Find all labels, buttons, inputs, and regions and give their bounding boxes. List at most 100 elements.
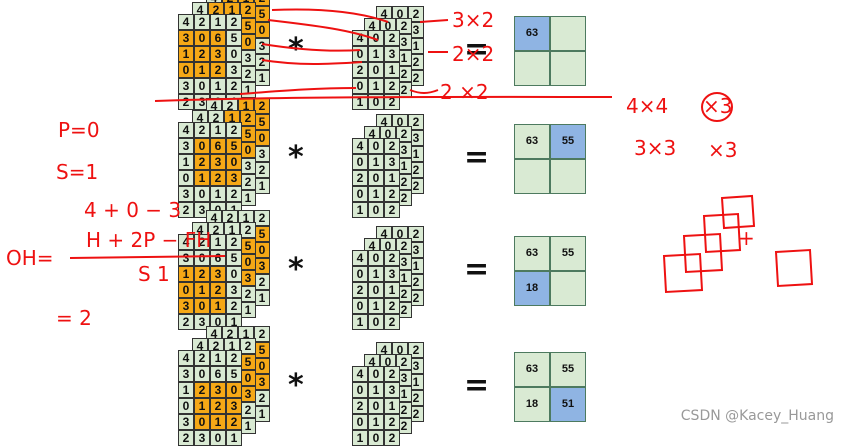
input-cell: 0 [226, 382, 242, 398]
input-cell: 0 [194, 78, 210, 94]
input-cell: 5 [226, 138, 242, 154]
input-cell: 0 [254, 242, 270, 258]
input-cell: 2 [254, 162, 270, 178]
input-cell: 3 [240, 270, 256, 286]
filter-cell: 2 [384, 186, 400, 202]
input-cell: 3 [226, 62, 242, 78]
filter-cell: 2 [384, 94, 400, 110]
filter-cell: 2 [384, 366, 400, 382]
input-cell: 2 [254, 210, 270, 226]
filter-cell: 1 [384, 170, 400, 186]
filter-cell: 2 [396, 126, 412, 142]
input-cell: 2 [254, 54, 270, 70]
equals-operator: = [464, 368, 490, 403]
input-cell: 2 [240, 2, 256, 18]
input-cell: 1 [210, 186, 226, 202]
input-cell: 0 [178, 62, 194, 78]
filter-cell: 2 [408, 342, 424, 358]
input-cell: 2 [226, 350, 242, 366]
input-cell: 1 [194, 282, 210, 298]
input-cell: 3 [178, 30, 194, 46]
input-cell: 2 [240, 110, 256, 126]
note-x3a: ×3 [703, 94, 733, 118]
output-cell [550, 51, 586, 86]
input-cell: 4 [178, 350, 194, 366]
filter-cell: 0 [368, 202, 384, 218]
input-cell: 3 [178, 78, 194, 94]
input-cell: 5 [240, 126, 256, 142]
box-sketch-single [774, 248, 814, 288]
filter-cell: 1 [384, 282, 400, 298]
output-cell: 63 [514, 352, 550, 387]
input-cell: 0 [194, 366, 210, 382]
box-sketch-1 [662, 252, 704, 294]
filter-cell: 2 [384, 30, 400, 46]
input-cell: 2 [178, 314, 194, 330]
arrow-side [419, 19, 449, 23]
input-cell: 5 [254, 6, 270, 22]
input-cell: 0 [178, 398, 194, 414]
input-cell: 1 [210, 234, 226, 250]
equals-operator: = [464, 140, 490, 175]
filter-cell: 1 [368, 186, 384, 202]
filter-cell: 2 [352, 398, 368, 414]
input-cell: 5 [254, 226, 270, 242]
input-cell: 2 [178, 202, 194, 218]
filter-cell: 1 [352, 314, 368, 330]
filter-cell: 1 [368, 78, 384, 94]
input-cell: 2 [226, 234, 242, 250]
input-cell: 3 [210, 266, 226, 282]
filter-cell: 0 [352, 78, 368, 94]
convolve-operator: * [288, 140, 304, 175]
input-cell: 1 [178, 382, 194, 398]
filter-cell: 2 [396, 354, 412, 370]
input-cell: 2 [254, 390, 270, 406]
input-cell: 1 [178, 46, 194, 62]
input-cell: 2 [194, 266, 210, 282]
filter-cell: 2 [396, 18, 412, 34]
convolve-operator: * [288, 252, 304, 287]
input-cell: 0 [226, 266, 242, 282]
input-cell: 1 [254, 290, 270, 306]
input-cell: 6 [210, 138, 226, 154]
filter-cell: 0 [352, 266, 368, 282]
filter-cell: 0 [352, 298, 368, 314]
input-cell: 1 [194, 398, 210, 414]
box-sketch-3 [702, 212, 742, 254]
input-cell: 2 [194, 234, 210, 250]
input-cell: 4 [178, 234, 194, 250]
input-cell: 1 [254, 178, 270, 194]
input-cell: 2 [178, 430, 194, 446]
input-cell: 0 [194, 298, 210, 314]
input-cell: 3 [254, 374, 270, 390]
filter-cell: 2 [384, 138, 400, 154]
input-cell: 3 [226, 282, 242, 298]
filter-cell: 0 [368, 282, 384, 298]
input-cell: 1 [178, 154, 194, 170]
output-matrix: 63 [514, 16, 586, 86]
note-4x4: 4×4 [626, 94, 669, 118]
input-cell: 3 [178, 298, 194, 314]
input-cell: 1 [194, 62, 210, 78]
input-cell: 0 [194, 250, 210, 266]
input-cell: 2 [240, 286, 256, 302]
filter-cell: 2 [384, 298, 400, 314]
input-cell: 2 [240, 222, 256, 238]
filter-cell: 2 [384, 78, 400, 94]
note-p: P=0 [58, 118, 100, 142]
filter-cell: 2 [352, 170, 368, 186]
input-cell: 3 [178, 414, 194, 430]
input-cell: 2 [194, 382, 210, 398]
note-oh: OH= [6, 246, 54, 270]
filter-cell: 4 [352, 138, 368, 154]
output-cell [550, 16, 586, 51]
input-cell: 2 [194, 122, 210, 138]
filter-cell: 0 [352, 186, 368, 202]
input-cell: 0 [254, 22, 270, 38]
input-cell: 3 [240, 158, 256, 174]
filter-cell: 0 [352, 46, 368, 62]
input-cell: 3 [226, 398, 242, 414]
